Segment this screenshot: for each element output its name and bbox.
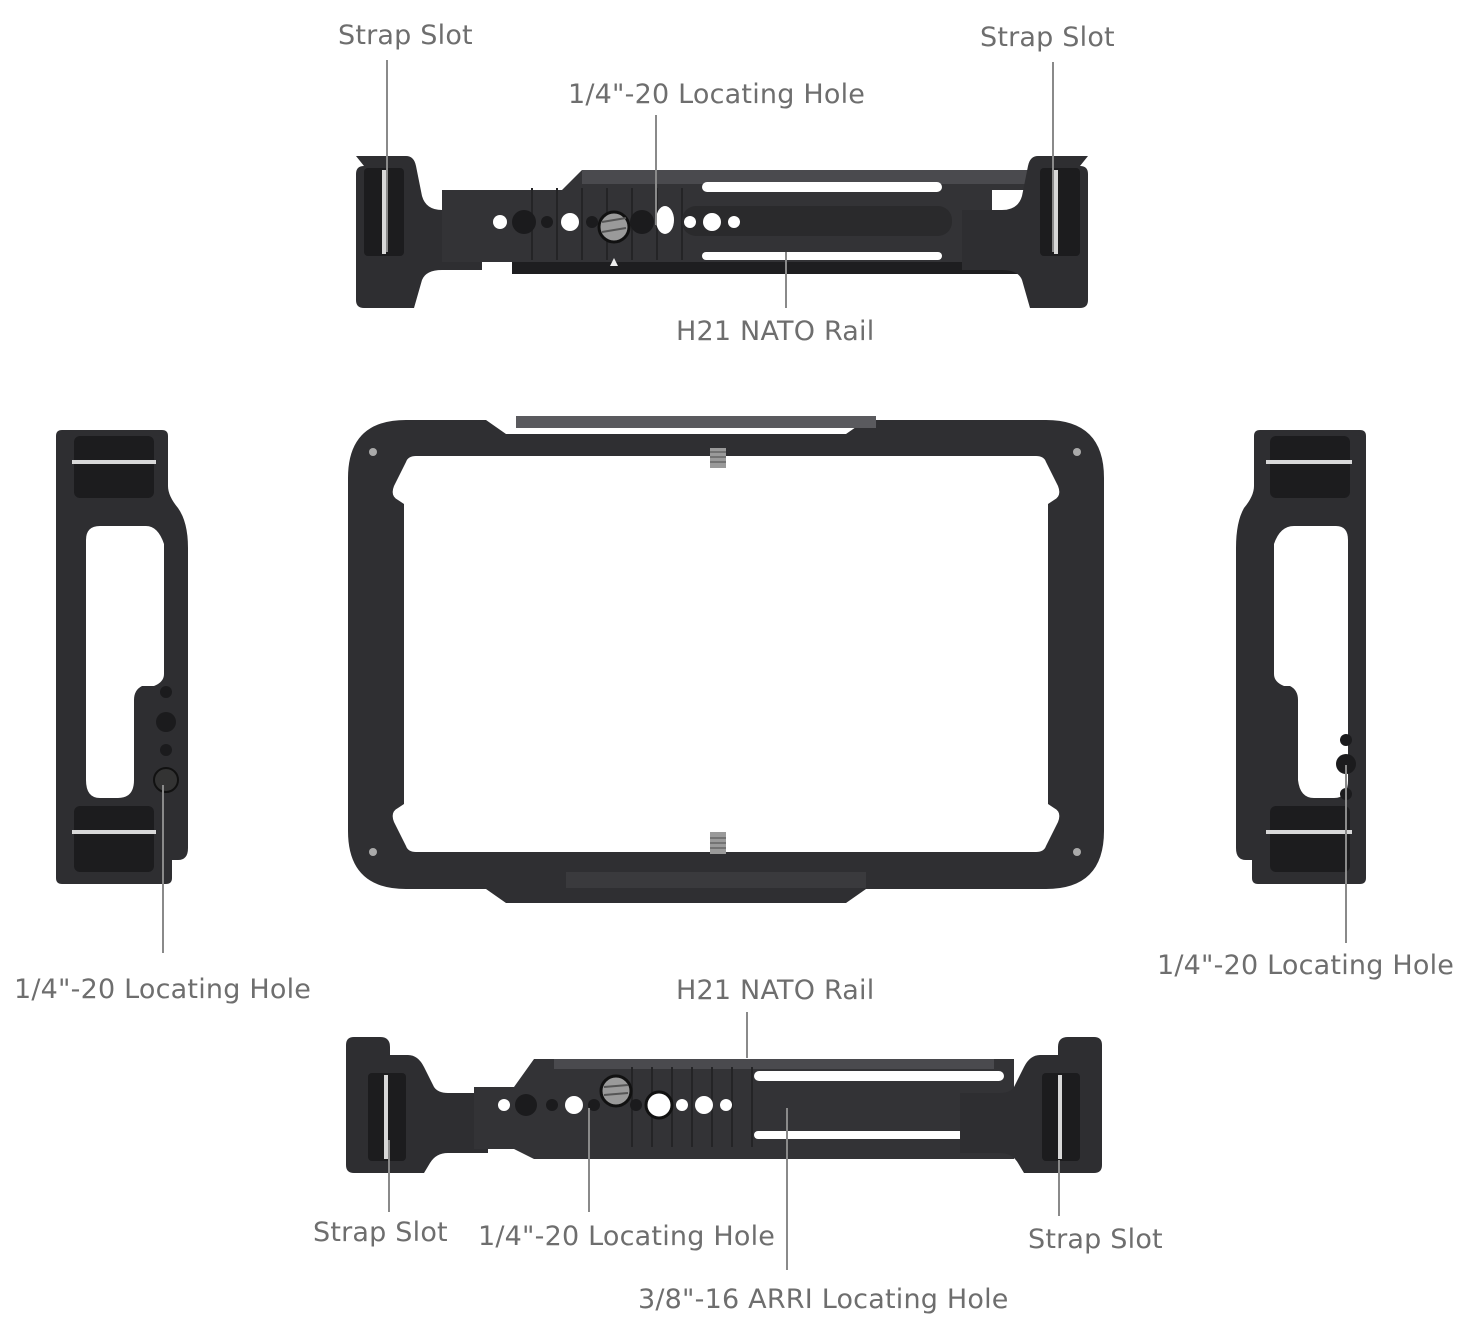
label-strap-slot: Strap Slot bbox=[980, 22, 1115, 53]
left-side-plate-illustration bbox=[56, 430, 188, 884]
leader-line bbox=[588, 1108, 590, 1212]
bottom-rail-illustration bbox=[346, 1037, 1102, 1173]
label-locating-hole: 1/4"-20 Locating Hole bbox=[1157, 950, 1455, 981]
leader-line bbox=[746, 1012, 748, 1058]
leader-line bbox=[1345, 765, 1347, 943]
label-nato-rail: H21 NATO Rail bbox=[676, 975, 875, 1006]
leader-line bbox=[785, 252, 787, 308]
leader-line bbox=[786, 1108, 788, 1270]
label-strap-slot: Strap Slot bbox=[1028, 1224, 1163, 1255]
label-locating-hole: 1/4"-20 Locating Hole bbox=[14, 974, 312, 1005]
label-locating-hole: 1/4"-20 Locating Hole bbox=[568, 79, 866, 110]
top-rail-illustration bbox=[356, 156, 1088, 308]
label-locating-hole: 1/4"-20 Locating Hole bbox=[478, 1221, 776, 1252]
monitor-cage-illustration bbox=[348, 416, 1104, 903]
leader-line bbox=[1058, 1160, 1060, 1216]
leader-line bbox=[655, 115, 657, 225]
right-side-plate-illustration bbox=[1236, 430, 1366, 884]
label-strap-slot: Strap Slot bbox=[338, 20, 473, 51]
label-nato-rail: H21 NATO Rail bbox=[676, 316, 875, 347]
leader-line bbox=[386, 60, 388, 252]
leader-line bbox=[388, 1140, 390, 1212]
leader-line bbox=[1052, 62, 1054, 252]
label-strap-slot: Strap Slot bbox=[313, 1217, 448, 1248]
leader-line bbox=[162, 785, 164, 953]
label-arri-hole: 3/8"-16 ARRI Locating Hole bbox=[638, 1284, 1009, 1315]
